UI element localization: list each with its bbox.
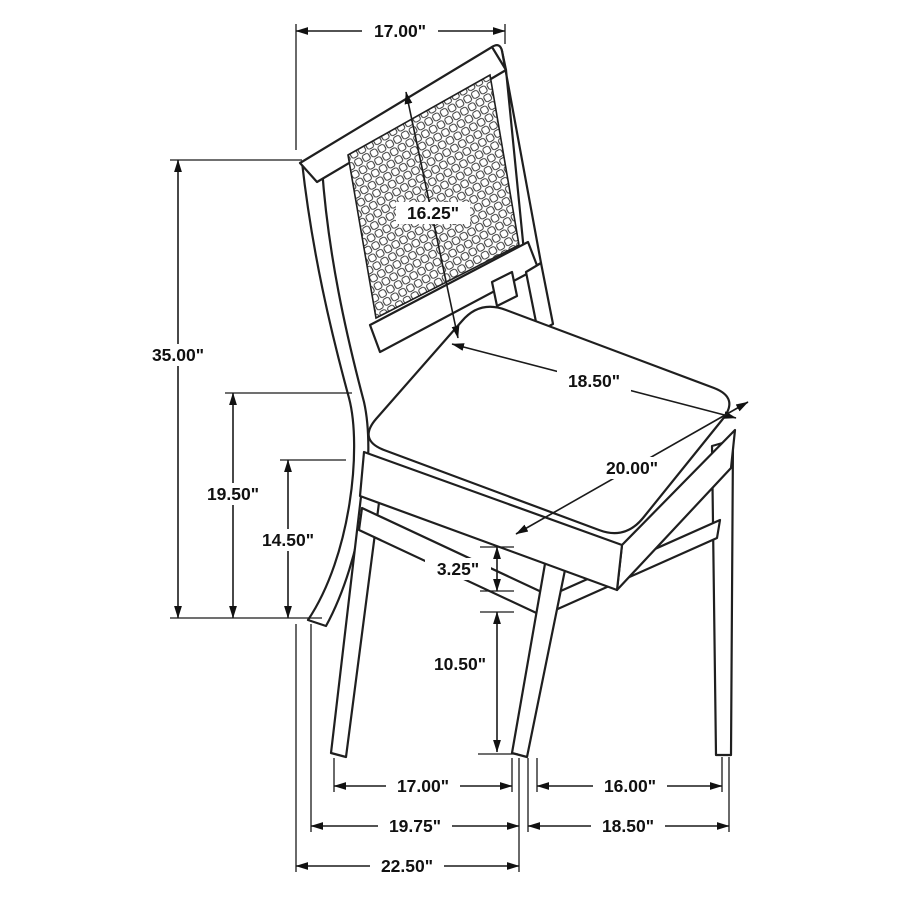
dimension-front-leg-span: 17.00" xyxy=(333,775,513,797)
dimension-back-leg-height: 19.50" xyxy=(196,392,352,619)
dimension-apron-thickness: 3.25" xyxy=(425,546,514,592)
dimension-label-bg xyxy=(425,558,491,580)
back-support-brace xyxy=(490,270,519,308)
dimension-label: 35.00" xyxy=(152,345,204,365)
dimension-label-bg xyxy=(196,483,270,505)
dimension-label: 17.00" xyxy=(397,776,449,796)
dimension-base-depth-right: 18.50" xyxy=(527,815,730,837)
dimension-label-bg xyxy=(251,529,325,551)
dimension-back-width: 17.00" xyxy=(295,20,506,150)
dimension-label-bg xyxy=(591,815,665,837)
back-right-leg xyxy=(710,438,735,757)
dimension-label-bg xyxy=(424,653,496,675)
dimension-seat-frame-height: 14.50" xyxy=(251,459,346,619)
dimension-label-bg xyxy=(557,370,631,392)
back-left-leg xyxy=(300,160,370,628)
dimension-label-bg xyxy=(396,202,470,224)
dimension-label-bg xyxy=(362,20,438,42)
dimension-label: 22.50" xyxy=(381,856,433,876)
dimension-label: 19.75" xyxy=(389,816,441,836)
dimension-label-bg xyxy=(141,344,215,366)
dimension-label-bg xyxy=(593,775,667,797)
dimension-label: 17.00" xyxy=(374,21,426,41)
dimension-label: 10.50" xyxy=(434,654,486,674)
dimension-label: 14.50" xyxy=(262,530,314,550)
dimension-leg-clearance: 10.50" xyxy=(424,611,518,755)
dimension-side-leg-span: 16.00" xyxy=(536,775,723,797)
dimension-seat-width: 20.00" xyxy=(515,401,749,535)
dimension-label-bg xyxy=(378,815,452,837)
dimension-label: 16.25" xyxy=(407,203,459,223)
dimension-label: 20.00" xyxy=(606,458,658,478)
dimension-label-bg xyxy=(386,775,460,797)
dimension-back-panel-diagonal: 16.25" xyxy=(396,91,470,339)
dimension-overall-depth: 22.50" xyxy=(295,855,520,877)
dimension-label: 19.50" xyxy=(207,484,259,504)
dimension-label-bg xyxy=(595,457,669,479)
dimension-label: 3.25" xyxy=(437,559,479,579)
dimension-label: 18.50" xyxy=(602,816,654,836)
dimension-label: 16.00" xyxy=(604,776,656,796)
dimension-label-bg xyxy=(370,855,444,877)
dimension-label: 18.50" xyxy=(568,371,620,391)
dimension-base-depth-left: 19.75" xyxy=(310,815,520,837)
dimension-overall-height: 35.00" xyxy=(141,159,322,619)
